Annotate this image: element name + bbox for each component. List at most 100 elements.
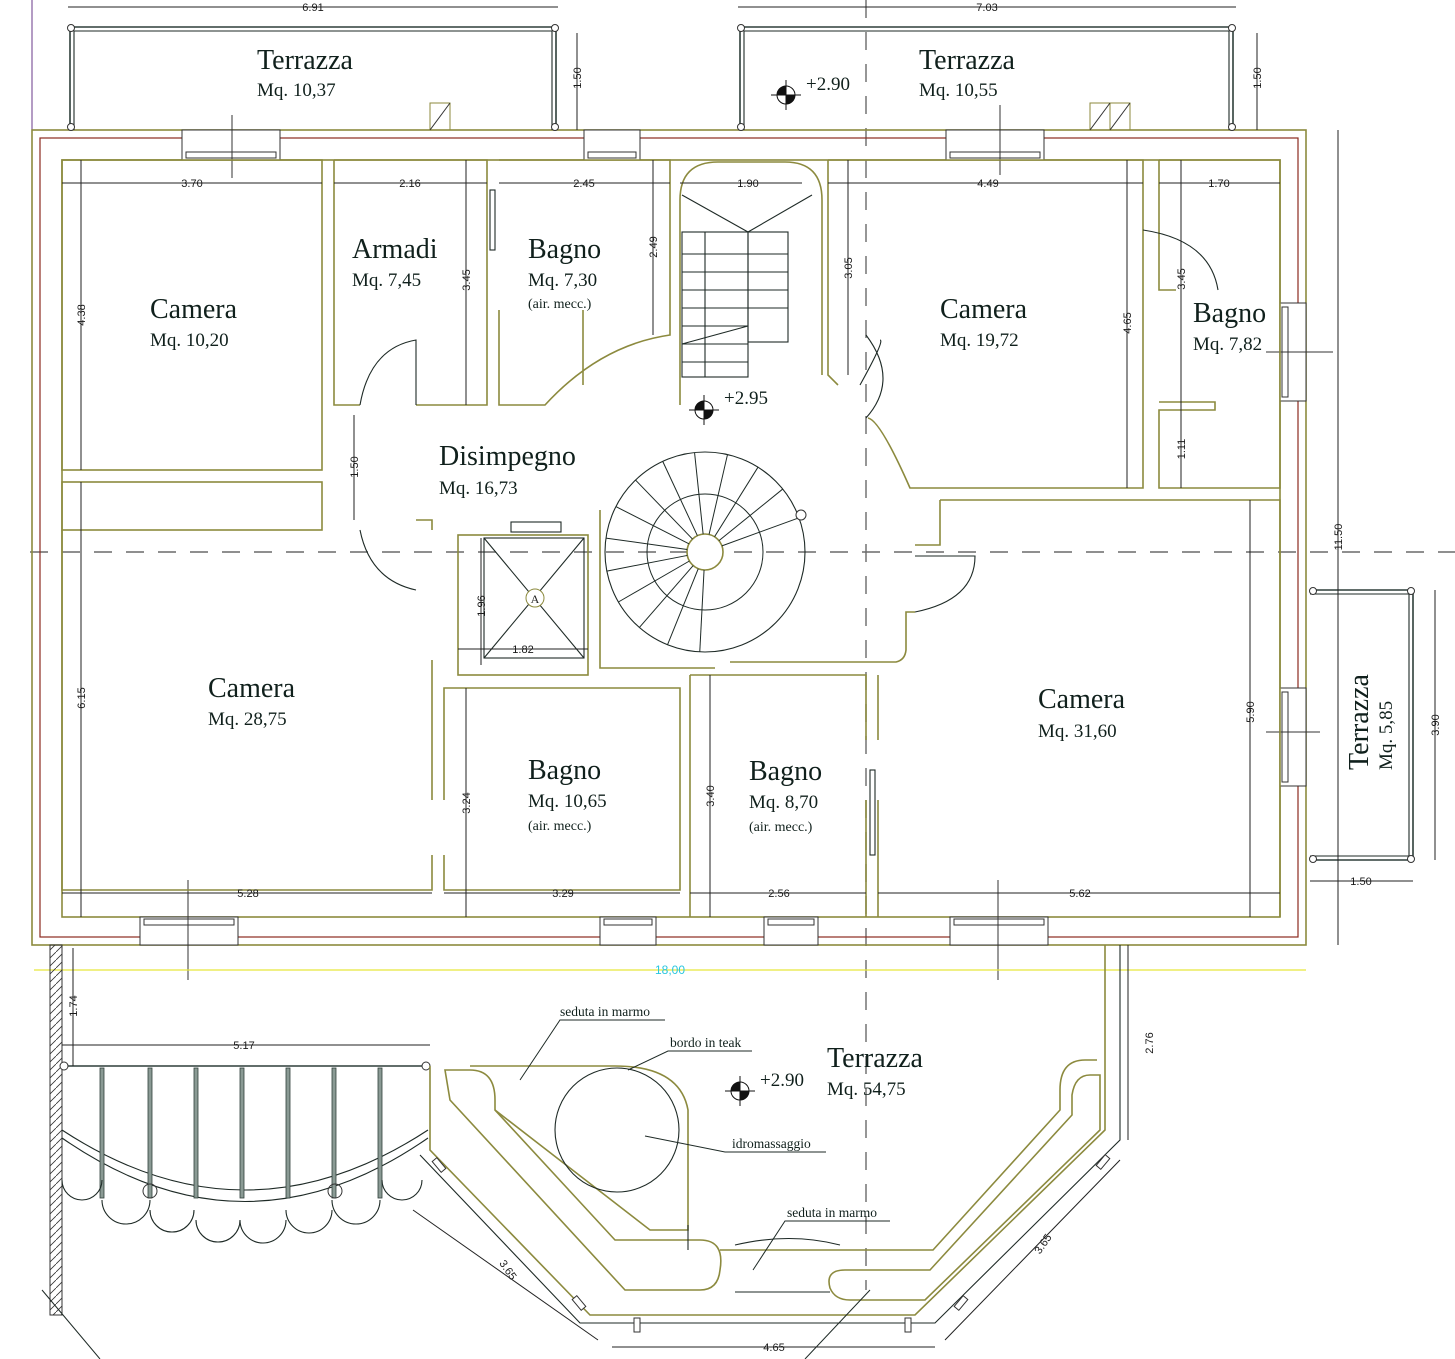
pergola-bar (331, 1067, 337, 1199)
dim-text: 3.70 (181, 178, 202, 190)
room-name: Bagno (528, 755, 601, 786)
dim-text: 3.45 (461, 269, 473, 290)
windows (139, 129, 1307, 946)
room-note: (air. mecc.) (528, 819, 592, 834)
room-terrazza-e: Terrazza Mq. 5,85 (1344, 673, 1397, 770)
level-marker-3: +2.90 (725, 1070, 804, 1106)
pergola-bar (99, 1067, 105, 1199)
room-name: Terrazza (257, 45, 354, 76)
lift: A (483, 537, 585, 659)
dim-text: 7.03 (976, 2, 997, 14)
overall-width-label: 18,00 (655, 963, 685, 977)
dim-text: 5.90 (1245, 701, 1257, 722)
room-name: Camera (208, 673, 296, 704)
level-label-2: +2.95 (724, 388, 768, 409)
dim-text: 3.65 (496, 1258, 518, 1282)
room-area: Mq. 10,37 (257, 80, 336, 101)
dim-text: 6.15 (76, 687, 88, 708)
terrace-s (419, 945, 1121, 1333)
dim-text: 3.29 (552, 888, 573, 900)
interior-walls (61, 159, 1281, 917)
pergola (49, 944, 431, 1316)
room-disimpegno: Disimpegno Mq. 16,73 (439, 441, 576, 499)
room-area: Mq. 8,70 (749, 792, 818, 813)
dim-text: 6.91 (302, 2, 323, 14)
room-name: Bagno (749, 756, 822, 787)
pergola-bar (377, 1067, 383, 1199)
stair-tread (606, 554, 688, 572)
stair-tread (615, 506, 690, 545)
stair-post (795, 509, 807, 521)
stair-tread (618, 560, 690, 603)
dim-text: 1.11 (1176, 439, 1188, 460)
annotation-idromassaggio: idromassaggio (732, 1136, 811, 1151)
room-terrazza-s: Terrazza Mq. 54,75 (827, 1043, 924, 1100)
lift-label: A (531, 592, 540, 606)
stair-mid-circle (646, 493, 764, 611)
stair-tread (718, 488, 784, 542)
room-bagno-s1: Bagno Mq. 10,65 (air. mecc.) (528, 755, 607, 834)
stair-outer-circle (604, 451, 806, 653)
room-area: Mq. 7,82 (1193, 334, 1262, 355)
room-note: (air. mecc.) (749, 820, 813, 835)
dim-text: 1.90 (737, 178, 758, 190)
terrace-e (1309, 587, 1415, 863)
room-camera-nw: Camera Mq. 10,20 (150, 294, 238, 351)
room-camera-sw: Camera Mq. 28,75 (208, 673, 296, 730)
room-camera-se: Camera Mq. 31,60 (1038, 684, 1126, 742)
stair-tread (714, 466, 759, 538)
dim-text: 2.49 (648, 236, 660, 257)
room-area: Mq. 28,75 (208, 709, 287, 730)
dim-text: 4.49 (977, 178, 998, 190)
pergola-bar (239, 1067, 245, 1199)
dim-text: 5.28 (237, 888, 258, 900)
stair-tread (639, 565, 694, 628)
room-name: Bagno (1193, 298, 1266, 329)
stair-tread (721, 517, 800, 547)
room-area: Mq. 10,20 (150, 330, 229, 351)
stair-tread (699, 569, 705, 652)
stair-tread (635, 479, 693, 540)
room-name: Bagno (528, 234, 601, 265)
room-name: Camera (1038, 684, 1126, 715)
room-bagno-s2: Bagno Mq. 8,70 (air. mecc.) (749, 756, 822, 835)
annotation-leaders (41, 1019, 890, 1359)
room-area: Mq. 10,65 (528, 791, 607, 812)
straight-staircase (679, 161, 823, 405)
dim-text: 1.82 (512, 644, 533, 656)
room-terrazza-ne: Terrazza Mq. 10,55 (919, 45, 1016, 101)
dim-text: 2.45 (573, 178, 594, 190)
terrace-nw (67, 24, 559, 131)
room-area: Mq. 7,45 (352, 270, 421, 291)
stair-tread (667, 568, 699, 645)
level-marker-1: +2.90 (771, 74, 850, 110)
dim-text: 3.24 (461, 792, 473, 813)
doors (359, 189, 1219, 856)
dim-text: 2.16 (399, 178, 420, 190)
outer-walls (31, 129, 1307, 946)
pergola-bar (193, 1067, 199, 1199)
dim-text: 5.17 (233, 1040, 254, 1052)
stair-tread (605, 537, 688, 550)
dim-text: 1.96 (476, 595, 488, 616)
dim-text: 3.45 (1176, 268, 1188, 289)
room-camera-ne: Camera Mq. 19,72 (940, 294, 1028, 351)
room-name: Terrazza (1344, 673, 1375, 770)
room-name: Terrazza (827, 1043, 924, 1074)
stair-tread (662, 461, 698, 536)
annotation-seduta-bottom: seduta in marmo (787, 1205, 877, 1220)
room-note: (air. mecc.) (528, 297, 592, 312)
dim-text: 4.65 (1122, 312, 1134, 333)
level-label-3: +2.90 (760, 1070, 804, 1091)
room-area: Mq. 5,85 (1376, 701, 1397, 770)
dim-text: 4.65 (763, 1342, 784, 1354)
pergola-bar (285, 1067, 291, 1199)
dim-text: 3.90 (1430, 714, 1442, 735)
room-area: Mq. 31,60 (1038, 721, 1117, 742)
room-armadi: Armadi Mq. 7,45 (352, 234, 438, 291)
room-name: Camera (940, 294, 1028, 325)
dim-text: 1.74 (68, 995, 80, 1016)
stair-tread (708, 454, 728, 535)
dim-text: 4.38 (76, 304, 88, 325)
